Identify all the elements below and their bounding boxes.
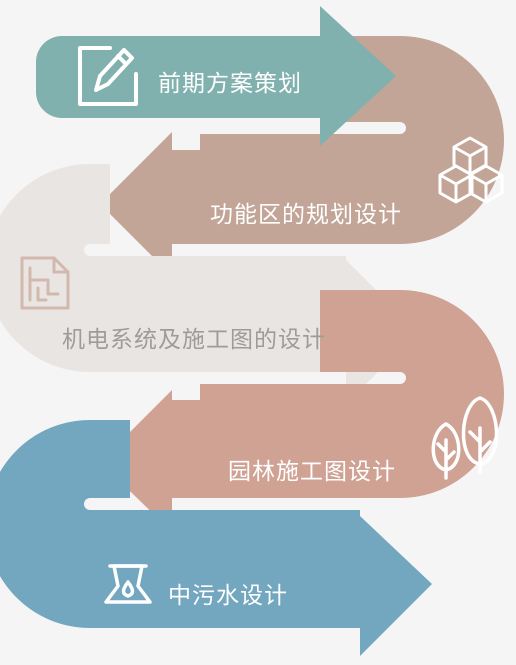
band-step-4 <box>200 290 504 498</box>
cubes-icon <box>438 136 504 204</box>
arrow-step-1 <box>36 6 396 146</box>
step-5-label: 中污水设计 <box>168 583 288 609</box>
band-step-5 <box>0 420 330 628</box>
edit-icon <box>78 46 138 106</box>
step-3-label: 机电系统及施工图的设计 <box>62 327 326 353</box>
trees-icon <box>431 396 499 480</box>
step-4-label: 园林施工图设计 <box>228 459 396 485</box>
band-step-2 <box>200 36 504 244</box>
arrow-step-5 <box>330 510 432 656</box>
arrow-step-2 <box>100 132 205 276</box>
step-2-label: 功能区的规划设计 <box>210 202 402 228</box>
arrow-step-4 <box>100 390 205 532</box>
flask-icon <box>104 564 152 604</box>
band-step-3 <box>0 164 330 372</box>
blueprint-icon <box>20 256 70 310</box>
step-1-label: 前期方案策划 <box>158 71 302 97</box>
